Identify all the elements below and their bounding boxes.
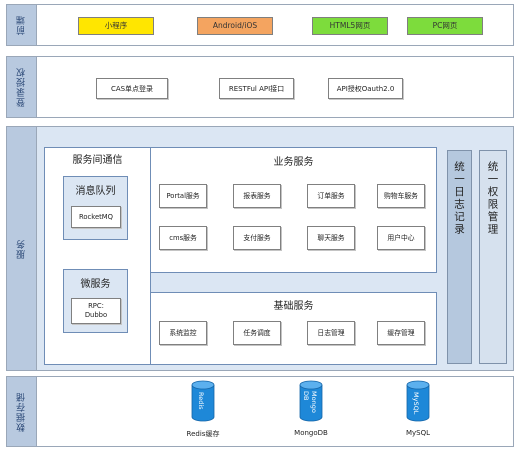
client-layer: 前端 小程序 Android/iOS HTML5网页 PC网页 bbox=[6, 4, 514, 46]
business-panel: 业务服务 Portal服务 报表服务 订单服务 购物车服务 cms服务 支付服务… bbox=[150, 147, 437, 273]
auth-layer: 登录授权 CAS单点登录 RESTFul API接口 API授权Oauth2.0 bbox=[6, 56, 514, 118]
biz-chat: 聊天服务 bbox=[307, 226, 355, 250]
micro-dubbo: RPC: Dubbo bbox=[71, 298, 121, 324]
biz-portal: Portal服务 bbox=[159, 184, 207, 208]
micro-panel: 微服务 RPC: Dubbo bbox=[63, 269, 128, 333]
redis-db: Redis bbox=[190, 380, 216, 422]
auth-oauth: API授权Oauth2.0 bbox=[328, 78, 403, 99]
biz-user-center: 用户中心 bbox=[377, 226, 425, 250]
client-pc: PC网页 bbox=[407, 17, 483, 35]
biz-cart: 购物车服务 bbox=[377, 184, 425, 208]
unified-perm-bar: 统一权限管理 bbox=[479, 150, 507, 364]
base-monitor: 系统监控 bbox=[159, 321, 207, 345]
redis-label: Redis缓存 bbox=[186, 430, 220, 438]
auth-restful: RESTFul API接口 bbox=[219, 78, 294, 99]
client-layer-label: 前端 bbox=[7, 5, 37, 45]
database-icon bbox=[191, 380, 215, 422]
mongodb-icon-text: Mongo DB bbox=[302, 391, 318, 413]
base-title: 基础服务 bbox=[273, 301, 314, 312]
client-android-ios: Android/iOS bbox=[197, 17, 273, 35]
service-layer-label: 服务 bbox=[7, 127, 37, 370]
unified-perm-text: 统一权限管理 bbox=[486, 161, 499, 236]
auth-layer-label: 登录授权 bbox=[7, 57, 37, 117]
auth-cas: CAS单点登录 bbox=[96, 78, 168, 99]
base-panel: 基础服务 系统监控 任务调度 日志管理 缓存管理 bbox=[150, 292, 437, 365]
storage-layer-label: 数据存储 bbox=[7, 377, 37, 446]
database-icon bbox=[299, 380, 323, 422]
biz-payment: 支付服务 bbox=[233, 226, 281, 250]
business-title: 业务服务 bbox=[273, 157, 314, 168]
mongodb-label: MongoDB bbox=[294, 429, 328, 437]
service-layer: 服务 服务间通信 消息队列 RocketMQ 微服务 RPC: Dubbo 业务… bbox=[6, 126, 514, 371]
mq-panel: 消息队列 RocketMQ bbox=[63, 176, 128, 240]
client-layer-title: 前端 bbox=[17, 15, 27, 35]
biz-report: 报表服务 bbox=[233, 184, 281, 208]
service-layer-title: 服务 bbox=[17, 238, 27, 259]
biz-order: 订单服务 bbox=[307, 184, 355, 208]
mq-rocketmq: RocketMQ bbox=[71, 206, 121, 228]
base-scheduler: 任务调度 bbox=[233, 321, 281, 345]
redis-icon-text: Redis bbox=[197, 392, 205, 410]
mq-title: 消息队列 bbox=[75, 186, 116, 197]
micro-dubbo-line1: RPC: bbox=[88, 302, 104, 310]
client-miniprogram: 小程序 bbox=[78, 17, 154, 35]
storage-layer-title: 数据存储 bbox=[17, 391, 27, 432]
client-html5: HTML5网页 bbox=[312, 17, 388, 35]
mysql-label: MySQL bbox=[405, 429, 431, 437]
mongodb-db: Mongo DB bbox=[298, 380, 324, 422]
inter-service-title: 服务间通信 bbox=[72, 155, 123, 166]
inter-service-panel: 服务间通信 消息队列 RocketMQ 微服务 RPC: Dubbo bbox=[44, 147, 151, 365]
storage-layer: 数据存储 Redis Redis缓存 Mongo DB MongoDB MySQ… bbox=[6, 376, 514, 447]
unified-log-bar: 统一日志记录 bbox=[447, 150, 472, 364]
database-icon bbox=[406, 380, 430, 422]
mysql-db: MySQL bbox=[405, 380, 431, 422]
auth-layer-title: 登录授权 bbox=[17, 67, 27, 107]
mysql-icon-text: MySQL bbox=[412, 392, 420, 415]
micro-dubbo-line2: Dubbo bbox=[84, 311, 108, 319]
base-cache-mgmt: 缓存管理 bbox=[377, 321, 425, 345]
base-log-mgmt: 日志管理 bbox=[307, 321, 355, 345]
biz-cms: cms服务 bbox=[159, 226, 207, 250]
unified-log-text: 统一日志记录 bbox=[453, 161, 465, 236]
micro-title: 微服务 bbox=[80, 279, 111, 290]
